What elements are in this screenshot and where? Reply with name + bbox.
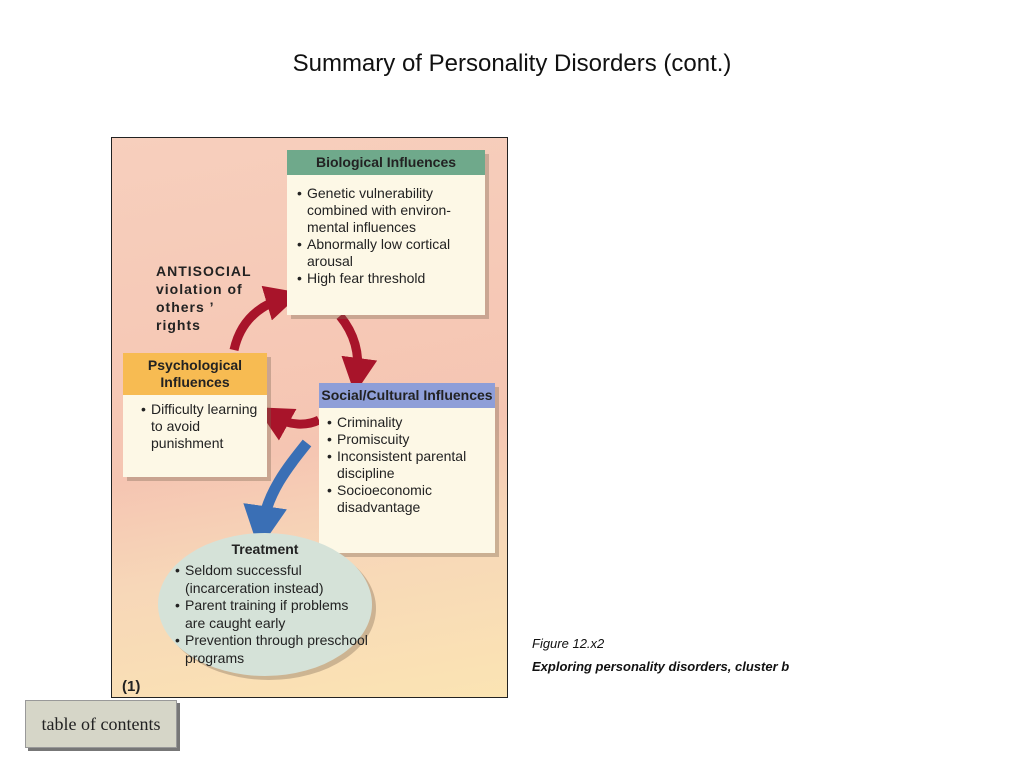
list-item: Parent training if problems are caught e… xyxy=(173,597,372,632)
social-cultural-influences-box: Social/Cultural Influences Criminality P… xyxy=(319,383,495,553)
antisocial-line: others ’ xyxy=(156,299,215,315)
social-cultural-influences-list: Criminality Promiscuity Inconsistent par… xyxy=(319,408,495,516)
figure-number: Figure 12.x2 xyxy=(532,636,605,651)
social-cultural-influences-title: Social/Cultural Influences xyxy=(319,383,495,408)
antisocial-line: ANTISOCIAL xyxy=(156,263,252,279)
biological-influences-title: Biological Influences xyxy=(287,150,485,175)
psychological-influences-list: Difficulty learning to avoid punishment xyxy=(123,395,267,452)
antisocial-diagram: ANTISOCIAL violation of others ’ rights … xyxy=(111,137,508,698)
arrow-social-to-psych xyxy=(256,407,322,441)
psychological-influences-title: Psychological Influences xyxy=(123,353,267,395)
list-item: High fear threshold xyxy=(295,270,479,287)
antisocial-line: violation of xyxy=(156,281,243,297)
list-item: Seldom successful (incarceration instead… xyxy=(173,562,372,597)
list-item: Genetic vulnerability combined with envi… xyxy=(295,185,479,236)
biological-influences-box: Biological Influences Genetic vulnerabil… xyxy=(287,150,485,315)
arrow-social-to-treatment xyxy=(243,439,312,550)
treatment-list: Seldom successful (incarceration instead… xyxy=(158,558,372,667)
treatment-ellipse: Treatment Seldom successful (incarcerati… xyxy=(158,533,372,676)
antisocial-label: ANTISOCIAL violation of others ’ rights xyxy=(156,262,286,334)
list-item: Abnormally low cortical arousal xyxy=(295,236,479,270)
antisocial-line: rights xyxy=(156,317,201,333)
figure-caption: Exploring personality disorders, cluster… xyxy=(532,659,790,674)
diagram-arrows xyxy=(229,285,378,550)
list-item: Socioeconomic disadvantage xyxy=(325,482,491,516)
psychological-influences-box: Psychological Influences Difficulty lear… xyxy=(123,353,267,477)
slide-title: Summary of Personality Disorders (cont.) xyxy=(292,50,732,77)
list-item: Difficulty learning to avoid punishment xyxy=(139,401,263,452)
table-of-contents-button[interactable]: table of contents xyxy=(25,700,177,748)
list-item: Criminality xyxy=(325,414,491,431)
list-item: Inconsistent parental discipline xyxy=(325,448,491,482)
arrow-bio-to-social xyxy=(336,313,378,394)
panel-number: (1) xyxy=(122,678,141,695)
list-item: Prevention through preschool programs xyxy=(173,632,372,667)
arrow-psych-to-bio xyxy=(229,285,302,352)
treatment-title: Treatment xyxy=(231,541,299,557)
biological-influences-list: Genetic vulnerability combined with envi… xyxy=(287,175,485,287)
list-item: Promiscuity xyxy=(325,431,491,448)
